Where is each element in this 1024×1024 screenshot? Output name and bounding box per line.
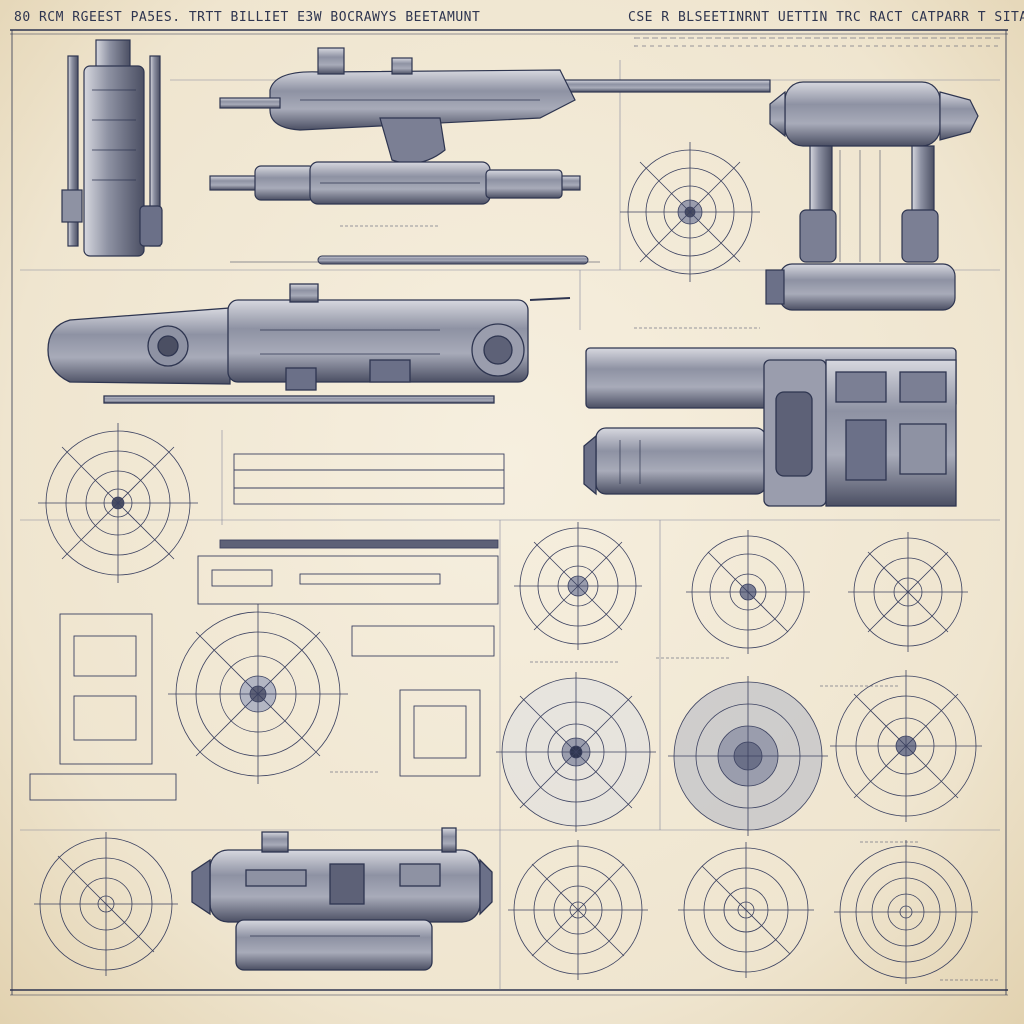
power-cell-icon <box>191 827 493 971</box>
rod-icon <box>230 255 600 265</box>
cannon-icon <box>583 347 957 507</box>
construction-lines <box>20 60 1000 990</box>
radial-schematic-icon <box>34 142 982 984</box>
vertical-canister-icon <box>61 39 163 257</box>
turret-icon <box>765 81 979 311</box>
sheet-frame <box>10 29 1008 996</box>
header-left-text: 80 RCM RGEEST PA5ES. TRTT BILLIET E3W BO… <box>14 10 481 25</box>
heavy-blaster-icon <box>47 283 571 404</box>
barrel-assembly-icon <box>209 161 581 205</box>
blaster-rifle-icon <box>219 47 771 164</box>
schematic-outlines <box>29 453 505 801</box>
annotation-marks <box>330 37 1000 981</box>
header-right-text: CSE R BLSEETINRNT UETTIN TRC RACT CATPAR… <box>628 10 1024 25</box>
